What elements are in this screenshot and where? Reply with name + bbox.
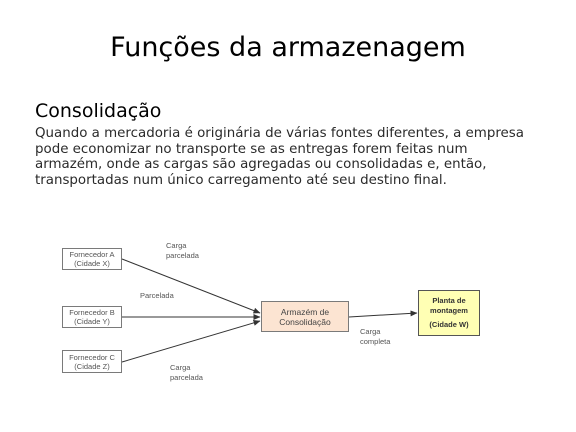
body-paragraph: Quando a mercadoria é originária de vári… (35, 126, 555, 188)
label-line: parcelada (170, 373, 203, 382)
label-line: parcelada (166, 251, 199, 260)
paragraph-line: armazém, onde as cargas são agregadas ou… (35, 157, 487, 172)
fornecedor-b-name: Fornecedor B (69, 308, 115, 317)
label-line: Carga (166, 241, 187, 250)
fornecedor-c-city: (Cidade Z) (74, 361, 110, 371)
label-line: Carga (360, 327, 381, 336)
planta-box: Planta de montagem (Cidade W) (418, 290, 480, 336)
fornecedor-a-box: Fornecedor A (Cidade X) (62, 248, 122, 270)
armazem-line1: Armazém de (280, 306, 330, 317)
section-heading: Consolidação (35, 100, 162, 122)
label-line: completa (360, 337, 391, 346)
paragraph-line: pode economizar no transporte se as entr… (35, 141, 468, 157)
slide-title: Funções da armazenagem (110, 32, 466, 63)
fornecedor-c-name: Fornecedor C (69, 352, 115, 362)
fornecedor-a-name: Fornecedor A (69, 250, 115, 259)
label-line: Carga (170, 363, 191, 372)
arrow-c-to-armazem (121, 319, 261, 363)
arrow-armazem-to-planta (348, 310, 418, 318)
paragraph-line: transportadas num único carregamento até… (35, 172, 447, 188)
arrow-a-to-armazem (121, 258, 261, 314)
fornecedor-a-city: (Cidade X) (74, 259, 110, 268)
label-carga-completa: Carga completa (360, 327, 390, 347)
armazem-line2: Consolidação (279, 316, 331, 327)
paragraph-line: Quando a mercadoria é originária de vári… (35, 126, 524, 141)
armazem-box: Armazém de Consolidação (261, 301, 349, 332)
planta-line2: montagem (430, 306, 468, 315)
planta-line1: Planta de (432, 296, 466, 305)
planta-line3: (Cidade W) (429, 320, 469, 329)
label-carga-parcelada-top: Carga parcelada (166, 241, 199, 261)
label-parcelada: Parcelada (140, 291, 174, 300)
fornecedor-b-box: Fornecedor B (Cidade Y) (62, 306, 122, 328)
label-carga-parcelada-bottom: Carga parcelada (170, 363, 203, 383)
fornecedor-b-city: (Cidade Y) (74, 317, 110, 326)
fornecedor-c-box: Fornecedor C (Cidade Z) (62, 350, 122, 373)
